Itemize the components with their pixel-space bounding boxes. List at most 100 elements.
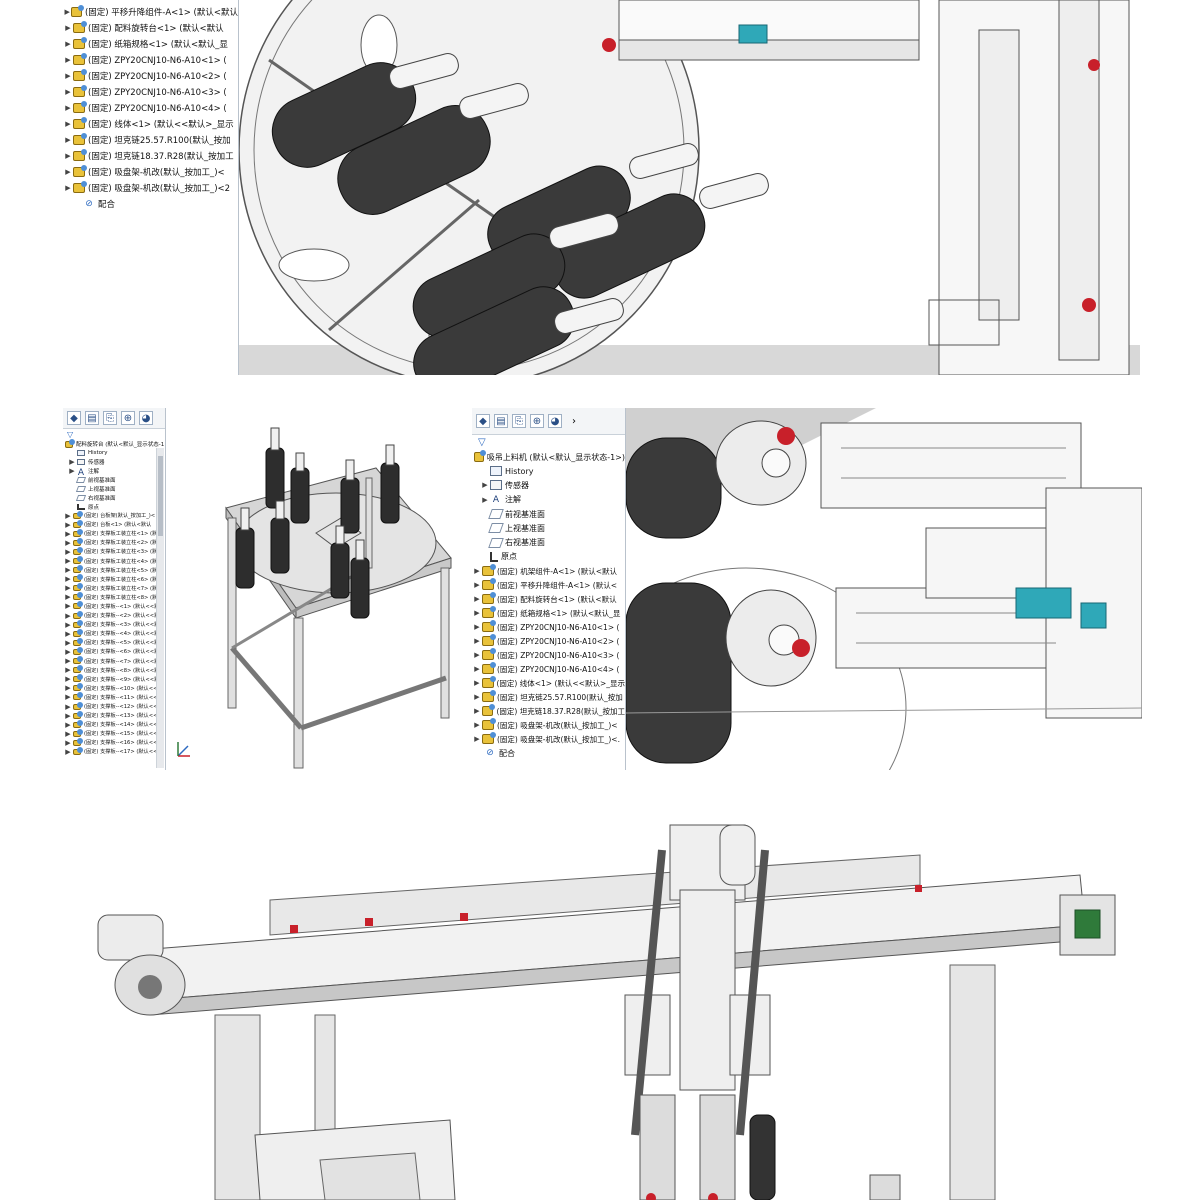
expand-arrow-icon[interactable]: ▶ (65, 120, 71, 128)
tree-item[interactable]: ▶传感器 (63, 457, 165, 466)
expand-arrow-icon[interactable]: ▶ (65, 538, 71, 547)
expand-arrow-icon[interactable]: ▶ (474, 595, 480, 604)
expand-arrow-icon[interactable]: ▶ (65, 88, 71, 96)
tree-row-part[interactable]: ▶(固定) ZPY20CNJ10-N6-A10<2> ( (472, 634, 625, 648)
tree-row-part[interactable]: ▶(固定) ZPY20CNJ10-N6-A10<4> ( (63, 100, 238, 116)
tree-row-part[interactable]: ▶(固定) ZPY20CNJ10-N6-A10<1> ( (63, 52, 238, 68)
config-manager-icon[interactable]: ⎘ (512, 414, 526, 428)
expand-arrow-icon[interactable]: ▶ (65, 675, 71, 684)
expand-arrow-icon[interactable]: ▶ (474, 721, 480, 730)
tree-row-part[interactable]: ▶(固定) 支撑板--<9> (默认<<默 (63, 674, 165, 684)
expand-arrow-icon[interactable]: ▶ (65, 711, 71, 720)
expand-arrow-icon[interactable]: ▶ (474, 609, 480, 618)
tree-row-part[interactable]: ▶(固定) 吸盘架-机改(默认_按加工_)< (472, 718, 625, 732)
tree-root[interactable]: 配料旋转台 (默认<默认_显示状态-1 (63, 438, 165, 448)
expand-arrow-icon[interactable]: ▶ (65, 136, 71, 144)
expand-arrow-icon[interactable]: ▶ (65, 529, 71, 538)
mates-folder[interactable]: ⊘配合 (63, 196, 238, 212)
expand-arrow-icon[interactable]: ▶ (65, 738, 71, 747)
tree-row-part[interactable]: ▶(固定) 支撑板--<8> (默认<<默 (63, 665, 165, 675)
tree-row-part[interactable]: ▶(固定) 线体<1> (默认<<默认>_显示 (63, 116, 238, 132)
expand-arrow-icon[interactable]: ▶ (65, 729, 71, 738)
tree-row-part[interactable]: ▶(固定) 吸盘架-机改(默认_按加工_)< (63, 164, 238, 180)
cad-viewport-gripper[interactable] (585, 408, 1142, 770)
tree-row-part[interactable]: ▶(固定) ZPY20CNJ10-N6-A10<2> ( (63, 68, 238, 84)
expand-arrow-icon[interactable]: ▶ (474, 623, 480, 632)
tree-item[interactable]: History (63, 448, 165, 457)
tree-item[interactable]: 右视基准面 (472, 535, 625, 549)
dimxpert-icon[interactable]: ⊕ (530, 414, 544, 428)
expand-arrow-icon[interactable]: ▶ (482, 495, 488, 504)
expand-arrow-icon[interactable]: ▶ (65, 629, 71, 638)
cad-viewport-rotary-magazine[interactable] (238, 0, 1140, 375)
expand-arrow-icon[interactable]: ▶ (474, 651, 480, 660)
tree-item[interactable]: 上视基准面 (472, 521, 625, 535)
tree-row-part[interactable]: ▶(固定) 台板<1> (默认<默认 (63, 519, 165, 529)
tree-row-part[interactable]: ▶(固定) 支撑板--<1> (默认<<默 (63, 601, 165, 611)
tree-row-part[interactable]: ▶(固定) 配料旋转台<1> (默认<默认 (472, 592, 625, 606)
expand-arrow-icon[interactable]: ▶ (65, 152, 71, 160)
tree-row-part[interactable]: ▶(固定) 配料旋转台<1> (默认<默认 (63, 20, 238, 36)
filter-icon[interactable]: ▽ (478, 437, 486, 448)
tree-row-part[interactable]: ▶(固定) 坦克链18.37.R28(默认_按加工 (63, 148, 238, 164)
tree-row-part[interactable]: ▶(固定) 台板架(默认_按加工_)< (63, 510, 165, 520)
expand-arrow-icon[interactable]: ▶ (65, 720, 71, 729)
expand-arrow-icon[interactable]: ▶ (65, 557, 71, 566)
tree-item[interactable]: 原点 (63, 502, 165, 511)
expand-arrow-icon[interactable]: ▶ (65, 56, 71, 64)
property-manager-icon[interactable]: ▤ (494, 414, 508, 428)
expand-arrow-icon[interactable]: ▶ (65, 566, 71, 575)
tree-item[interactable]: 前视基准面 (472, 507, 625, 521)
tree-item[interactable]: 前视基准面 (63, 475, 165, 484)
expand-arrow-icon[interactable]: ▶ (65, 593, 71, 602)
tree-row-part[interactable]: ▶(固定) 支撑板--<2> (默认<<默 (63, 610, 165, 620)
expand-arrow-icon[interactable]: ▶ (65, 184, 71, 192)
tree-row-part[interactable]: ▶(固定) 支撑板--<11> (默认<<默 (63, 692, 165, 702)
tree-root[interactable]: 吸吊上料机 (默认<默认_显示状态-1>) (472, 450, 625, 464)
expand-arrow-icon[interactable]: ▶ (474, 735, 480, 744)
scrollbar-thumb[interactable] (158, 456, 163, 536)
expand-arrow-icon[interactable]: ▶ (65, 104, 71, 112)
tree-row-part[interactable]: ▶(固定) 支撑板--<13> (默认<<默 (63, 710, 165, 720)
expand-arrow-icon[interactable]: ▶ (65, 547, 71, 556)
tree-row-part[interactable]: ▶(固定) 坦克链18.37.R28(默认_按加工 (472, 704, 625, 718)
expand-arrow-icon[interactable]: ▶ (65, 747, 71, 756)
filter-icon[interactable]: ▽ (67, 430, 74, 439)
expand-arrow-icon[interactable]: ▶ (65, 24, 71, 32)
feature-manager-icon[interactable]: ◆ (67, 411, 81, 425)
tree-row-part[interactable]: ▶(固定) 支撑板工装立柱<8> (默认 (63, 592, 165, 602)
tree-row-part[interactable]: ▶(固定) 平移升降组件-A<1> (默认<默认 (63, 4, 238, 20)
tree-item[interactable]: 右视基准面 (63, 493, 165, 502)
expand-arrow-icon[interactable]: ▶ (65, 520, 71, 529)
expand-arrow-icon[interactable]: ▶ (65, 684, 71, 693)
config-manager-icon[interactable]: ⎘ (103, 411, 117, 425)
tree-row-part[interactable]: ▶(固定) 平移升降组件-A<1> (默认< (472, 578, 625, 592)
expand-arrow-icon[interactable]: ▶ (65, 602, 71, 611)
expand-arrow-icon[interactable]: ▶ (65, 666, 71, 675)
tree-row-part[interactable]: ▶(固定) 支撑板--<4> (默认<<默 (63, 628, 165, 638)
expand-arrow-icon[interactable]: ▶ (474, 707, 480, 716)
tree-row-part[interactable]: ▶(固定) 支撑板--<7> (默认<<默 (63, 656, 165, 666)
tree-item[interactable]: ▶传感器 (472, 478, 625, 492)
expand-arrow-icon[interactable]: ▶ (474, 679, 480, 688)
expand-arrow-icon[interactable]: ▶ (69, 466, 75, 475)
tree-row-part[interactable]: ▶(固定) 吸盘架-机改(默认_按加工_)<2 (63, 180, 238, 196)
expand-arrow-icon[interactable]: ▶ (474, 665, 480, 674)
expand-arrow-icon[interactable]: ▶ (474, 637, 480, 646)
tree-row-part[interactable]: ▶(固定) 支撑板--<15> (默认<<默 (63, 728, 165, 738)
expand-arrow-icon[interactable]: ▶ (65, 72, 71, 80)
tree-row-part[interactable]: ▶(固定) ZPY20CNJ10-N6-A10<4> ( (472, 662, 625, 676)
tree-item[interactable]: 上视基准面 (63, 484, 165, 493)
expand-arrow-icon[interactable]: ▶ (65, 168, 71, 176)
expand-arrow-icon[interactable]: ▶ (69, 457, 75, 466)
expand-arrow-icon[interactable]: ▶ (65, 611, 71, 620)
feature-manager-icon[interactable]: ◆ (476, 414, 490, 428)
tree-row-part[interactable]: ▶(固定) 支撑板--<16> (默认<<默 (63, 737, 165, 747)
tree-item[interactable]: 原点 (472, 550, 625, 564)
cad-viewport-rotary-table[interactable] (166, 408, 458, 770)
expand-arrow-icon[interactable]: ▶ (65, 40, 71, 48)
tree-row-part[interactable]: ▶(固定) 纸箱规格<1> (默认<默认_显 (63, 36, 238, 52)
tree-row-part[interactable]: ▶(固定) 支撑板工装立柱<4> (默认 (63, 556, 165, 565)
expand-arrow-icon[interactable]: ▶ (65, 638, 71, 647)
